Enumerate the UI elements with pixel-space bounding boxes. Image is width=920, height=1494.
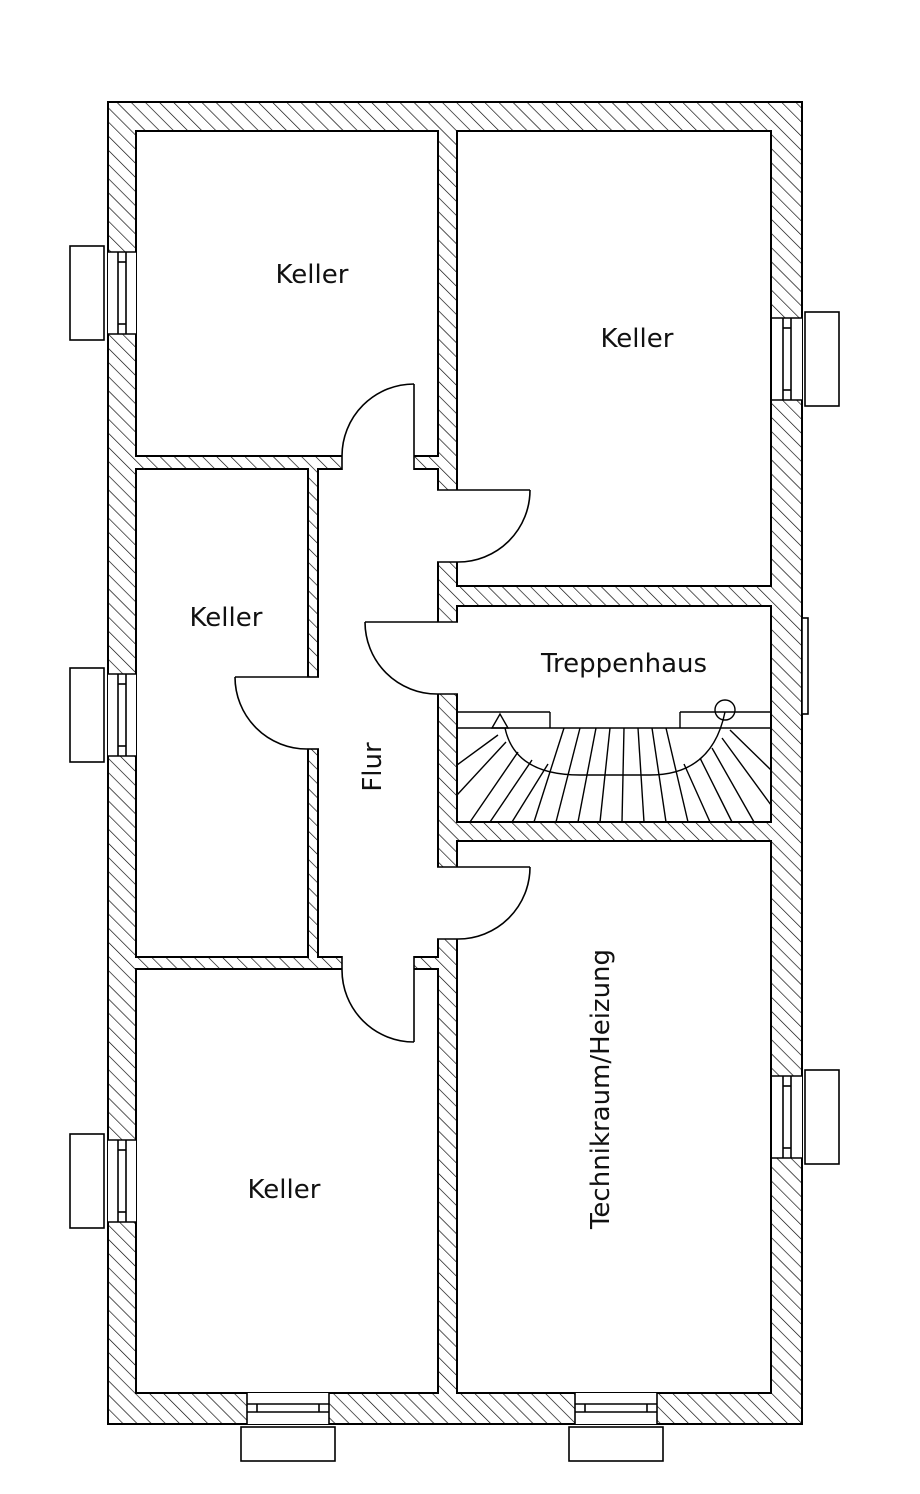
label-keller-mid-left: Keller	[190, 603, 263, 633]
room-flur	[317, 468, 439, 958]
window-right-bottom	[772, 1069, 840, 1165]
door-swing	[457, 866, 531, 940]
window-left-top	[69, 245, 136, 341]
label-treppenhaus: Treppenhaus	[540, 649, 707, 679]
door-swing	[364, 621, 438, 695]
room-keller-top-right	[456, 130, 772, 587]
label-flur: Flur	[358, 742, 388, 792]
window-bottom-right	[568, 1393, 664, 1462]
room-technik	[456, 840, 772, 1394]
room-keller-top-left	[135, 130, 439, 457]
window-bottom-left	[240, 1393, 336, 1462]
door-swing	[234, 676, 308, 750]
window-left-mid	[69, 667, 136, 763]
window-left-bottom	[69, 1133, 136, 1229]
label-keller-top-right: Keller	[601, 324, 674, 354]
label-keller-top-left: Keller	[276, 260, 349, 290]
window-right-stair	[801, 617, 809, 715]
door-swing	[341, 969, 415, 1043]
label-technik: Technikraum/Heizung	[586, 949, 616, 1230]
door-swing	[341, 383, 415, 457]
room-keller-bottom-left	[135, 968, 439, 1394]
door-swing	[457, 489, 531, 563]
staircase	[456, 699, 772, 823]
room-keller-mid-left	[135, 468, 309, 958]
window-right-top	[772, 311, 840, 407]
label-keller-bottom-left: Keller	[248, 1175, 321, 1205]
room-treppenhaus	[456, 605, 772, 823]
